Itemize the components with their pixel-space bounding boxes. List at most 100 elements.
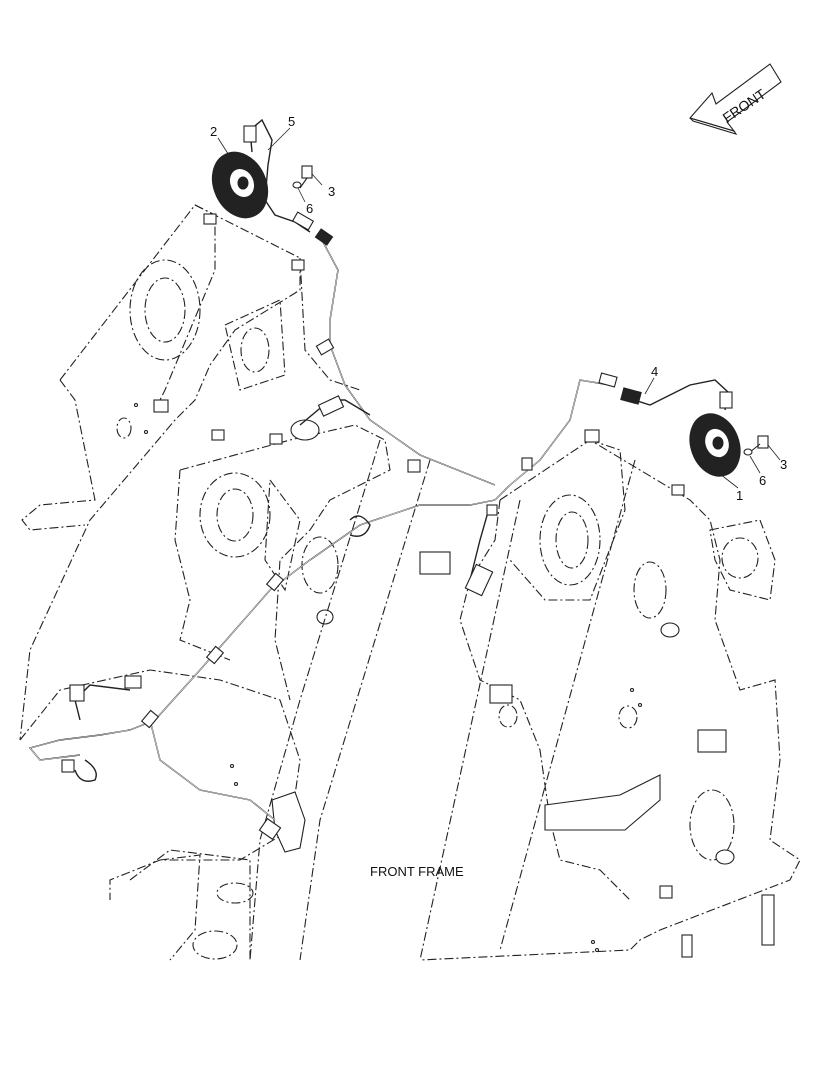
harness-end-connector-2 — [124, 675, 142, 689]
sensor-right — [598, 372, 741, 477]
rivet — [233, 781, 239, 787]
arrow-shadow — [689, 117, 738, 135]
leader-5 — [267, 127, 291, 151]
center-frame-upper — [179, 424, 391, 701]
center-lug-1 — [211, 429, 225, 441]
lower-edge-line — [249, 439, 381, 961]
leader-3-right — [767, 444, 781, 461]
sensor-2-center — [237, 176, 249, 190]
washer-6 — [743, 448, 753, 456]
lead-5-connector — [243, 125, 257, 143]
right-round-boss — [709, 519, 776, 601]
callout-6-upper: 6 — [306, 201, 313, 216]
lead-4-connector — [719, 391, 733, 409]
center-pin — [316, 609, 334, 625]
left-frame-inner — [159, 204, 216, 401]
right-post-2 — [681, 934, 693, 958]
center-lug-3 — [407, 459, 421, 473]
harness-clamp-4 — [315, 338, 335, 356]
harness-main-upper-inner — [321, 239, 496, 486]
lower-link-side — [159, 854, 201, 961]
diagram-caption: FRONT FRAME — [370, 864, 464, 879]
harness-end-connector-3 — [258, 817, 282, 841]
arrow-outline-icon — [689, 63, 782, 133]
right-small-hole-2 — [498, 704, 518, 728]
left-frame — [19, 204, 361, 741]
left-bracket-plate — [224, 299, 286, 391]
right-small-hole — [618, 705, 638, 729]
center-lug-2 — [269, 433, 283, 445]
left-lug-2 — [291, 259, 305, 271]
harness-connector — [317, 395, 345, 417]
right-bore-2 — [633, 561, 667, 619]
lower-bracket — [271, 791, 306, 853]
callout-3-right: 3 — [780, 457, 787, 472]
callout-1: 1 — [736, 488, 743, 503]
rivet — [594, 947, 600, 953]
callout-leaders — [217, 127, 781, 489]
left-frame-lower-arm — [21, 379, 96, 531]
right-frame-inner — [459, 499, 631, 901]
fastener-upper — [292, 165, 313, 189]
harness-main-lower — [28, 499, 496, 761]
right-block — [697, 729, 727, 753]
right-frame — [419, 429, 801, 961]
harness-clip-loop-2 — [74, 759, 97, 782]
lower-link-plate — [129, 849, 251, 960]
lower-left-linkage — [19, 439, 431, 961]
right-bore-outer — [539, 494, 601, 586]
right-block-2 — [489, 684, 513, 704]
harness-clamp-5 — [521, 457, 533, 471]
callout-6-right: 6 — [759, 473, 766, 488]
rivet — [143, 429, 149, 435]
lead-5-plug — [291, 211, 315, 231]
leader-1 — [719, 473, 739, 489]
harness-clamp — [265, 572, 285, 592]
sensor-upper-left — [211, 118, 334, 246]
harness-main-lower-inner — [29, 499, 496, 761]
rivet — [590, 939, 596, 945]
right-lug-3 — [659, 885, 673, 899]
center-gusset — [264, 478, 301, 592]
callout-2: 2 — [210, 124, 217, 139]
right-lug-1 — [584, 429, 600, 443]
left-lug-3 — [153, 399, 169, 413]
callout-5: 5 — [288, 114, 295, 129]
harness-lower-branch-inner — [149, 719, 276, 821]
leader-4 — [644, 377, 655, 395]
right-top-block — [509, 439, 626, 601]
right-bracket — [544, 774, 661, 831]
left-bore-inner — [144, 277, 186, 343]
bolt-3-head — [757, 435, 769, 449]
front-direction-arrow: FRONT — [689, 63, 782, 135]
leader-3-upper — [311, 173, 323, 186]
lower-edge-line-2 — [299, 459, 431, 961]
fastener-right — [743, 435, 769, 456]
callout-3-upper: 3 — [328, 184, 335, 199]
rivet — [133, 402, 139, 408]
lead-4-plug-2 — [598, 372, 618, 388]
center-bore-inner — [216, 488, 254, 542]
right-bore-inner — [555, 511, 589, 569]
right-pin-2 — [715, 849, 735, 865]
callout-4: 4 — [651, 364, 658, 379]
harness-clamp-2 — [205, 645, 225, 665]
center-boss — [290, 419, 320, 441]
left-small-hole — [116, 417, 132, 439]
callout-numbers: 2 5 3 6 4 3 6 1 — [210, 114, 787, 503]
leader-2 — [217, 137, 233, 161]
rivet — [229, 763, 235, 769]
leader-6-upper — [297, 187, 306, 203]
center-bore-outer — [199, 472, 271, 558]
rivet — [629, 687, 635, 693]
left-frame-outer — [19, 204, 301, 741]
right-boss-hole — [721, 537, 759, 579]
harness-right-branch-inner — [494, 379, 611, 501]
washer-6 — [292, 181, 302, 189]
left-bracket-hole — [240, 327, 270, 373]
rivet — [637, 702, 643, 708]
center-frame-lower — [174, 469, 231, 661]
center-bore-2 — [301, 536, 339, 594]
lead-4-plug — [620, 387, 642, 405]
